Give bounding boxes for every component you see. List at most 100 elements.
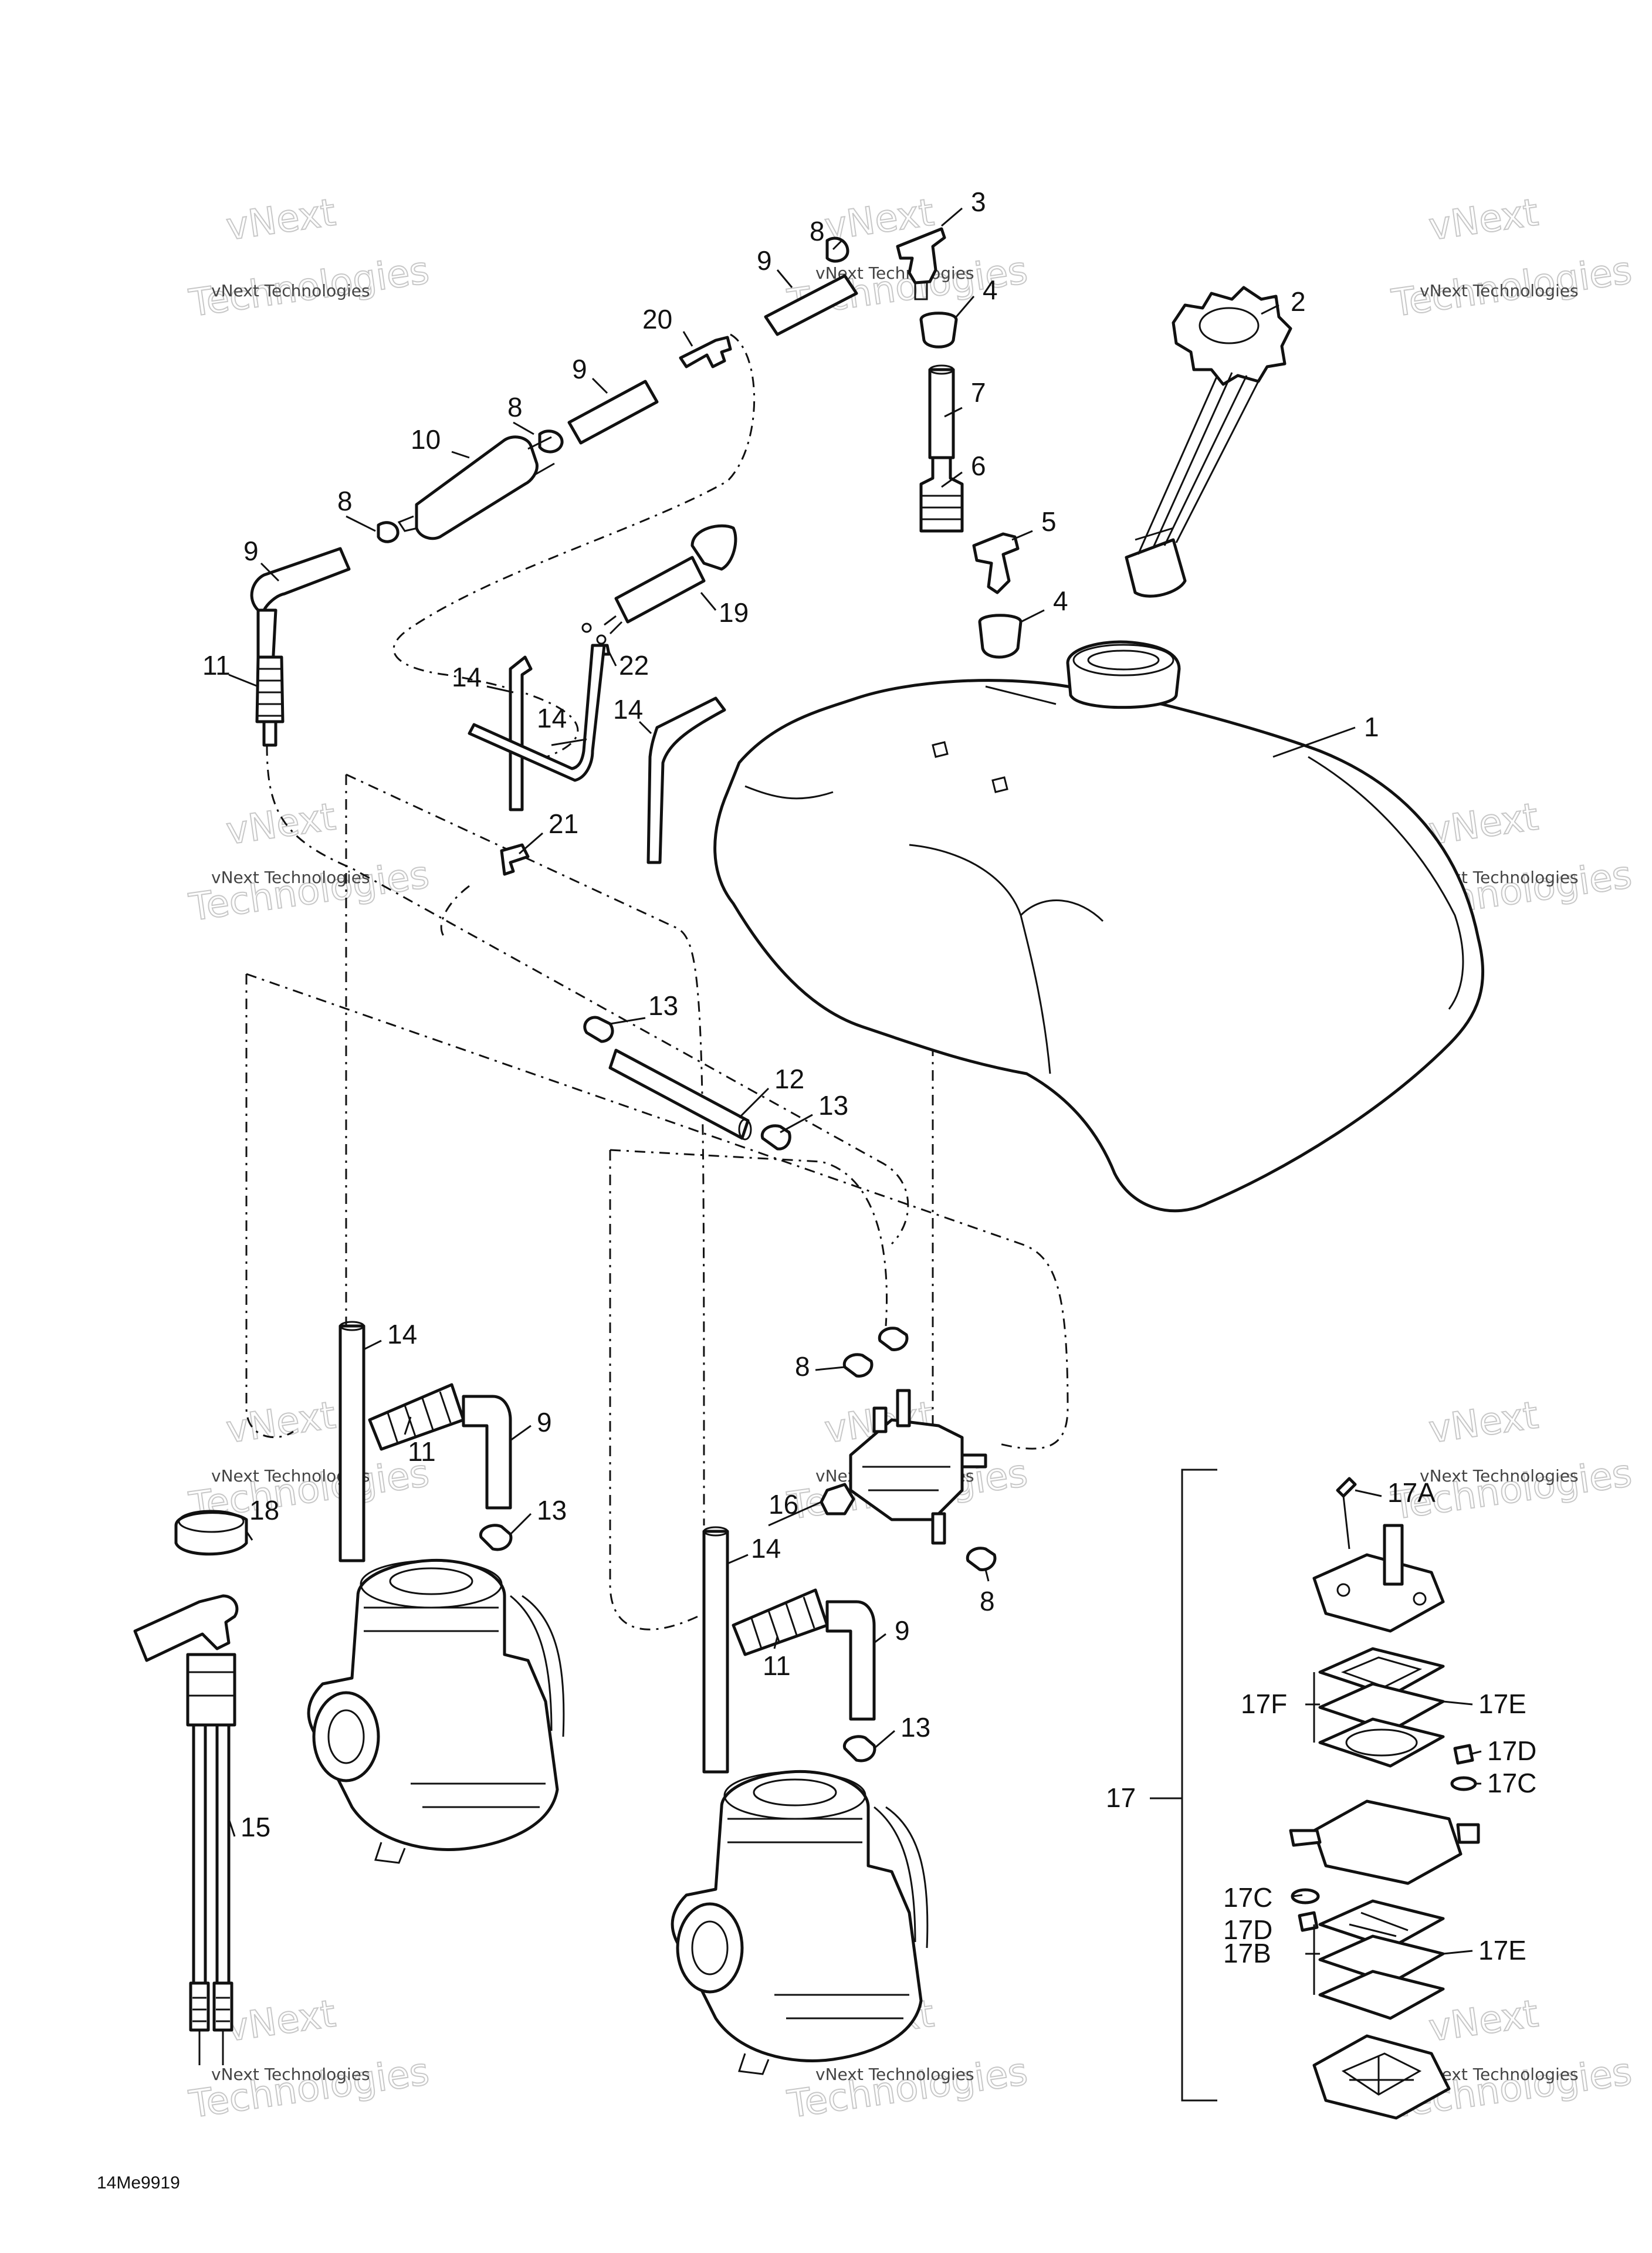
callout-8b: 8 (507, 392, 523, 422)
callout-14b: 14 (537, 703, 567, 733)
watermark-line1: vNext (1426, 191, 1541, 249)
callout-11c: 11 (763, 1650, 791, 1681)
cable-strand-a (192, 1723, 207, 1985)
callout-17F: 17F (1241, 1689, 1287, 1719)
watermark-line1: vNext (224, 795, 338, 853)
watermark-line2: vNext Technologies (1420, 281, 1579, 300)
watermark-line2: vNext Technologies (211, 2065, 370, 2084)
clamp-8-top (825, 236, 849, 263)
elbow-lower (972, 532, 1020, 594)
hose-9-top (764, 274, 858, 336)
kit-cover (1312, 1553, 1445, 1633)
kit-screw-17A (1336, 1477, 1357, 1498)
clamp-8-middle (538, 429, 564, 454)
callout-2: 2 (1291, 286, 1306, 317)
callout-4a: 4 (983, 275, 998, 305)
callout-8e: 8 (980, 1586, 995, 1616)
watermark: vNext Technologies (186, 794, 432, 930)
tube (928, 368, 955, 459)
callout-17Cb: 17C (1223, 1882, 1272, 1913)
grommet-lower (978, 614, 1023, 659)
strainer (919, 456, 964, 533)
tube-14-left (338, 1324, 365, 1562)
fuel-pump (820, 1327, 997, 1571)
kit-pump-body (1312, 1799, 1463, 1885)
callout-6: 6 (971, 451, 986, 481)
shutoff-valve-stack (896, 227, 1023, 659)
callout-17Ea: 17E (1478, 1689, 1526, 1719)
primer-knob (690, 524, 737, 571)
callout-11a: 11 (202, 650, 231, 681)
watermark-line1: vNext (1426, 1992, 1541, 2050)
callout-14d: 14 (387, 1319, 417, 1349)
callout-13c: 13 (537, 1495, 567, 1525)
clamp-8-pump-a (842, 1353, 874, 1378)
callout-9c: 9 (243, 536, 259, 566)
carburetor-center (671, 1526, 929, 2075)
hose-12 (608, 1048, 750, 1140)
bellows-11-top (255, 655, 285, 723)
fuel-gauge-sender (1125, 286, 1292, 598)
callout-14a: 14 (452, 662, 482, 692)
watermark: vNext Technologies (1389, 190, 1635, 326)
callout-1: 1 (1364, 712, 1379, 742)
callout-8c: 8 (337, 486, 353, 516)
callout-14e: 14 (751, 1533, 781, 1564)
clamp-13-center (842, 1735, 876, 1763)
kit-bracket (1181, 1469, 1217, 2102)
hose-9-middle (567, 380, 659, 445)
clamp-8-filter (377, 521, 400, 543)
watermark-line2: vNext Technologies (1420, 1466, 1579, 1486)
callout-14c: 14 (613, 694, 643, 725)
callout-17Eb: 17E (1478, 1935, 1526, 1966)
callout-11b: 11 (408, 1436, 436, 1467)
watermark-line1: vNext (224, 191, 338, 249)
callout-10: 10 (411, 424, 441, 455)
hose-9-bent (250, 547, 351, 612)
callout-5: 5 (1041, 506, 1057, 537)
callout-17A: 17A (1387, 1477, 1436, 1508)
watermark: vNext Technologies (186, 1393, 432, 1528)
kit-check-17D-b (1298, 1911, 1319, 1932)
kit-gasket-17F-c (1318, 1717, 1445, 1768)
grommet-upper (919, 312, 958, 349)
watermark-line2: vNext Technologies (211, 281, 370, 300)
hose-9-left (462, 1395, 512, 1510)
watermark-line1: vNext (1426, 795, 1541, 853)
leader-lines (228, 207, 1482, 1995)
center-hose (583, 1016, 791, 1151)
watermark-line2: vNext Technologies (211, 868, 370, 887)
callout-9e: 9 (895, 1615, 910, 1646)
callout-13d: 13 (901, 1712, 930, 1743)
clamp-13-a (583, 1016, 614, 1043)
carburetor-left (307, 1321, 565, 1864)
callout-17Db: 17D (1223, 1914, 1272, 1945)
kit-base-plate (1312, 2034, 1451, 2120)
callout-4b: 4 (1053, 586, 1068, 616)
hose-14-c (646, 696, 726, 864)
callout-17: 17 (1106, 1782, 1136, 1813)
callout-17Da: 17D (1487, 1736, 1536, 1766)
watermark-line1: vNext (224, 1992, 338, 2050)
callout-7: 7 (971, 377, 986, 408)
hose-9-center (825, 1600, 876, 1721)
callout-9d: 9 (537, 1407, 552, 1437)
tube-14-center (702, 1530, 729, 1774)
watermark-line2: vNext Technologies (815, 2065, 974, 2084)
watermark-line1: vNext (224, 1393, 338, 1452)
elbow-fitting (896, 227, 946, 285)
upper-hoses (250, 236, 858, 747)
watermark: vNext Technologies (186, 190, 432, 326)
cable-strand-b (215, 1723, 231, 1985)
callout-13a: 13 (648, 990, 678, 1021)
callout-15: 15 (241, 1812, 270, 1842)
kit-valve-17C-a (1450, 1776, 1477, 1791)
kit-gasket-17B-c (1318, 1970, 1445, 2020)
clamp-13-left (479, 1524, 513, 1551)
callout-labels: 1 2 3 8 9 4 20 9 8 10 8 9 11 7 6 5 4 19 … (202, 187, 1536, 1968)
hose-14-a (509, 655, 533, 811)
primer-body (614, 556, 706, 624)
nut-18 (174, 1511, 248, 1556)
kit-check-17D-a (1453, 1744, 1474, 1765)
hose-routing-lines (245, 333, 1069, 1630)
